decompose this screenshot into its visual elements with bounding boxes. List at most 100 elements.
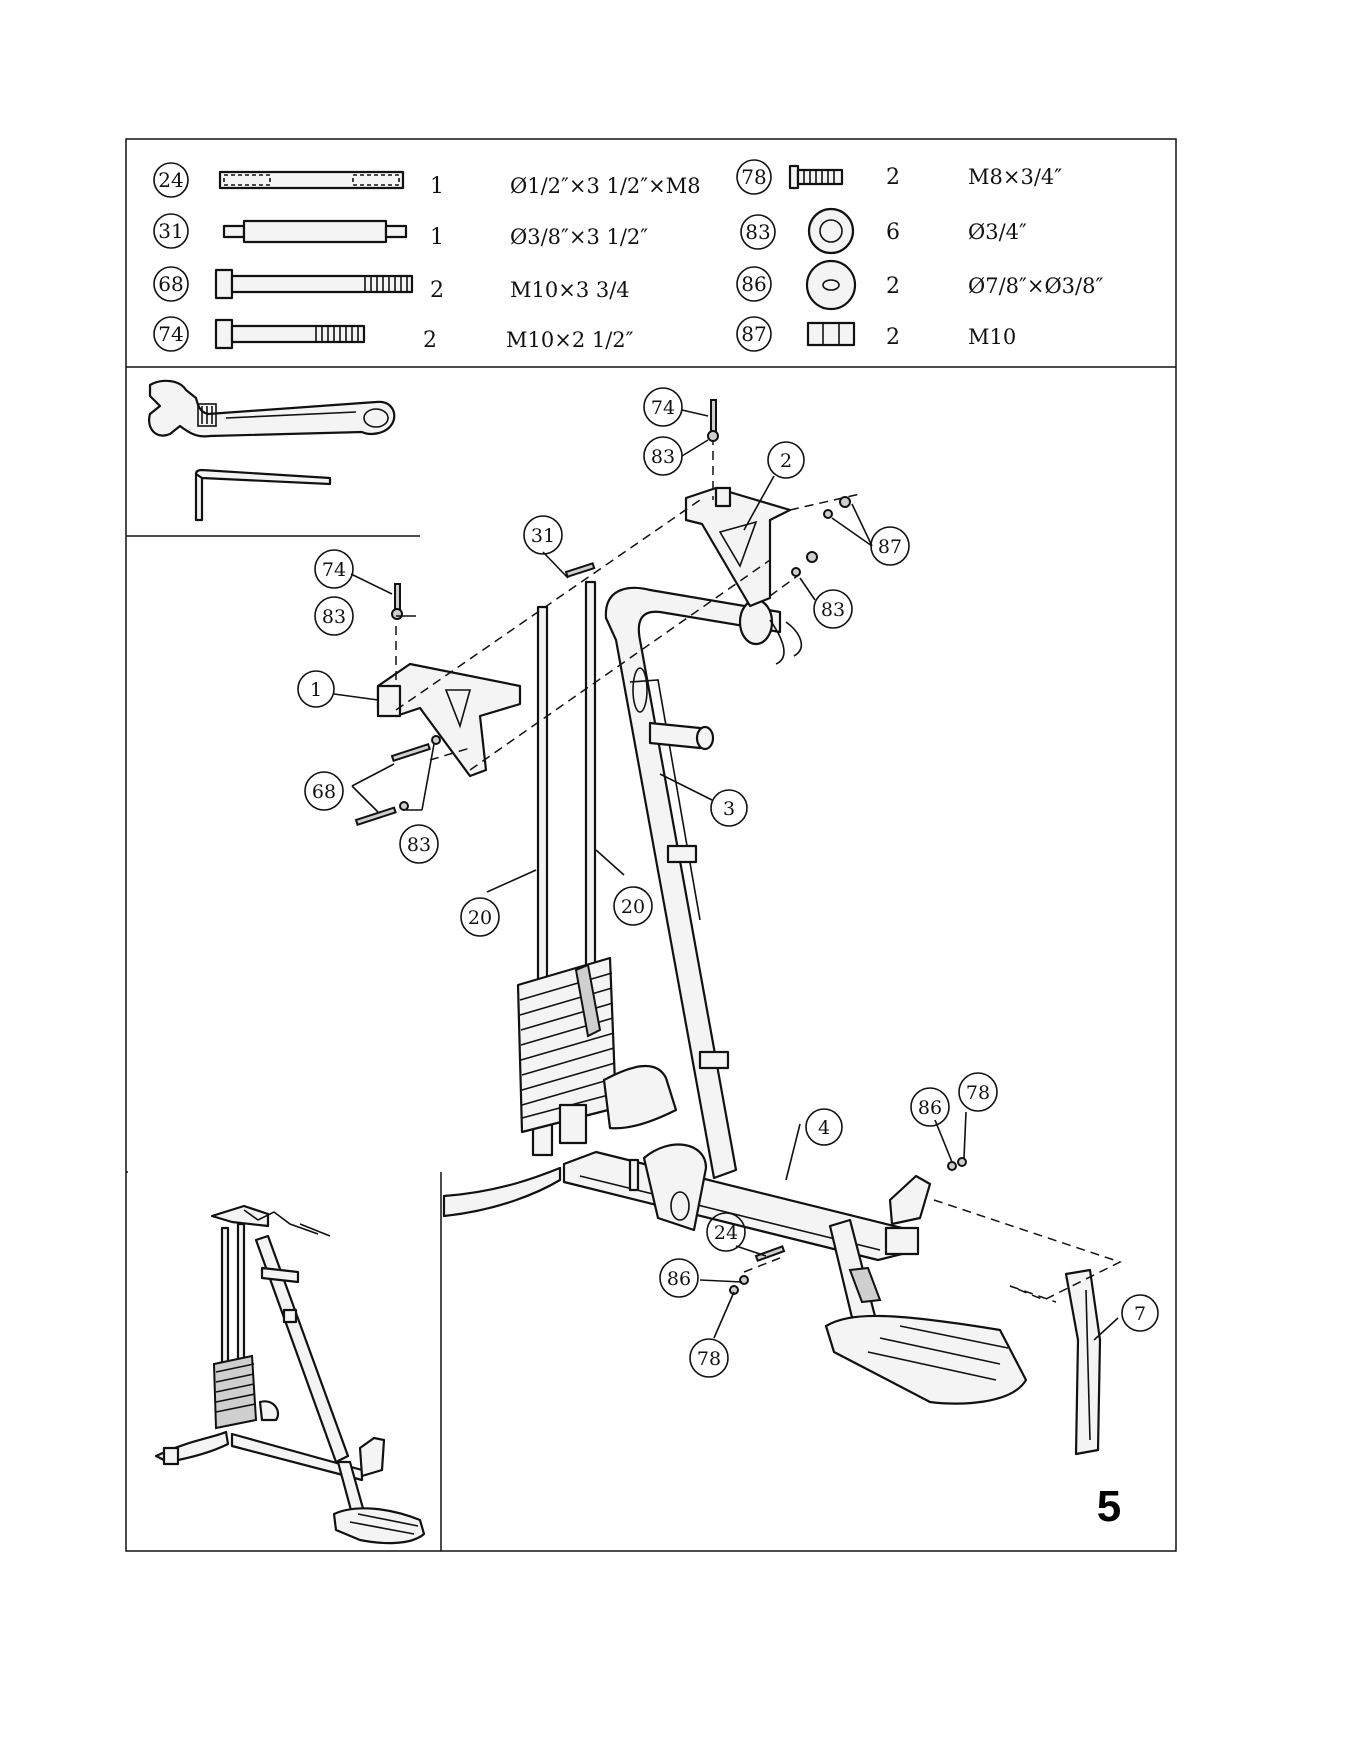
svg-text:86: 86: [918, 1097, 942, 1119]
svg-text:74: 74: [322, 559, 346, 581]
long-bolt-icon: [216, 270, 412, 298]
washer-83-left: [392, 609, 402, 619]
callout-20-left: 20: [461, 898, 499, 936]
svg-text:83: 83: [821, 599, 845, 621]
nut-87-a: [840, 497, 850, 507]
step-number: 5: [1097, 1482, 1121, 1531]
specification: Ø3/4″: [968, 220, 1027, 244]
quantity: 2: [886, 274, 900, 299]
callout-74-top: 74: [644, 388, 682, 426]
quantity: 2: [430, 278, 444, 303]
callout-74-left: 74: [315, 550, 353, 588]
callout-83-top: 83: [644, 437, 682, 475]
part-number: 86: [741, 272, 766, 296]
svg-text:20: 20: [621, 896, 645, 918]
svg-text:7: 7: [1134, 1303, 1146, 1325]
exploded-assembly-diagram: 74 83 2 87 83 31: [298, 388, 1158, 1454]
callout-68: 68: [305, 772, 343, 810]
support-arm-7: [1066, 1270, 1100, 1454]
svg-text:74: 74: [651, 397, 675, 419]
washer-83-right-b: [792, 568, 800, 576]
nut-87-b: [807, 552, 817, 562]
quantity: 1: [430, 225, 444, 250]
part-number: 31: [158, 219, 183, 243]
callout-3: 3: [711, 790, 747, 826]
bolt-74-top: [711, 400, 716, 434]
svg-text:31: 31: [531, 525, 555, 547]
callout-78-front: 78: [690, 1339, 728, 1377]
quantity: 2: [886, 325, 900, 350]
quantity: 6: [886, 220, 900, 245]
hardware-row-78: 78 2 M8×3/4″: [737, 160, 1062, 194]
svg-text:83: 83: [651, 446, 675, 468]
callout-86-rear: 86: [911, 1088, 949, 1126]
specification: M10×2 1/2″: [506, 328, 634, 352]
callout-83-lower: 83: [400, 825, 438, 863]
specification: M8×3/4″: [968, 165, 1062, 189]
hardware-table: 24 1 Ø1/2″×3 1/2″×M8 31 1 Ø3/8″×3 1/2″: [154, 160, 1103, 353]
specification: M10×3 3/4: [510, 278, 630, 302]
washer-86-front: [740, 1276, 748, 1284]
pin-icon: [224, 221, 406, 242]
flat-washer-icon: [807, 261, 855, 309]
pin-31: [566, 563, 594, 576]
screw-78-rear: [958, 1158, 966, 1166]
washer-83-right-a: [824, 510, 832, 518]
hardware-row-68: 68 2 M10×3 3/4: [154, 267, 630, 303]
washer-83-top: [708, 431, 718, 441]
svg-text:83: 83: [322, 606, 346, 628]
svg-text:4: 4: [818, 1117, 830, 1139]
hardware-row-86: 86 2 Ø7/8″×Ø3/8″: [737, 261, 1103, 309]
svg-text:78: 78: [966, 1082, 990, 1104]
callout-83-right: 83: [814, 590, 852, 628]
part-number: 83: [745, 220, 770, 244]
part-number: 24: [158, 168, 183, 192]
svg-text:86: 86: [667, 1268, 691, 1290]
callout-87: 87: [871, 527, 909, 565]
hardware-row-83: 83 6 Ø3/4″: [741, 209, 1027, 253]
callout-86-front: 86: [660, 1259, 698, 1297]
short-screw-icon: [790, 166, 842, 188]
footplate: [826, 1176, 1026, 1404]
callout-20-right: 20: [614, 887, 652, 925]
threaded-rod-icon: [220, 172, 403, 188]
callout-1: 1: [298, 671, 334, 707]
part-number: 78: [741, 165, 766, 189]
svg-text:2: 2: [780, 450, 792, 472]
weight-stack: [518, 958, 616, 1143]
washer-83-lower-a: [432, 736, 440, 744]
callout-78-rear: 78: [959, 1073, 997, 1111]
part-number: 87: [741, 322, 766, 346]
washer-86-rear: [948, 1162, 956, 1170]
quantity: 1: [430, 174, 444, 199]
washer-83-lower-b: [400, 802, 408, 810]
svg-text:83: 83: [407, 834, 431, 856]
quantity: 2: [886, 165, 900, 190]
guide-rod-right: [586, 582, 595, 970]
specification: Ø7/8″×Ø3/8″: [968, 274, 1103, 298]
callout-7: 7: [1122, 1295, 1158, 1331]
hardware-row-31: 31 1 Ø3/8″×3 1/2″: [154, 214, 648, 250]
bolt-68-a: [392, 744, 430, 760]
svg-text:78: 78: [697, 1348, 721, 1370]
hardware-row-74: 74 2 M10×2 1/2″: [154, 317, 634, 353]
svg-text:20: 20: [468, 907, 492, 929]
washer-icon: [809, 209, 853, 253]
svg-text:24: 24: [714, 1222, 738, 1244]
callout-2: 2: [768, 442, 804, 478]
allen-key-icon: [196, 470, 330, 520]
specification: Ø1/2″×3 1/2″×M8: [510, 174, 701, 198]
specification: Ø3/8″×3 1/2″: [510, 225, 648, 249]
assembled-preview-inset: [156, 1206, 424, 1543]
specification: M10: [968, 325, 1016, 349]
part-number: 74: [158, 322, 183, 346]
callout-4: 4: [806, 1109, 842, 1145]
quantity: 2: [423, 328, 437, 353]
svg-text:1: 1: [310, 679, 322, 701]
bolt-icon: [216, 320, 364, 348]
svg-text:68: 68: [312, 781, 336, 803]
svg-text:3: 3: [723, 798, 735, 820]
hardware-row-24: 24 1 Ø1/2″×3 1/2″×M8: [154, 163, 701, 199]
adjustable-wrench-icon: [149, 381, 394, 437]
